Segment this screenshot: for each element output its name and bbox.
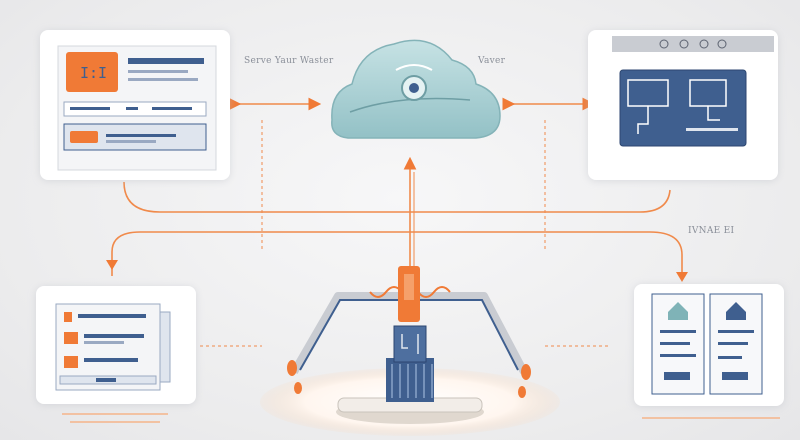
dashboard-panel-icon: I:I — [40, 30, 230, 180]
server-rack-icon — [36, 286, 196, 404]
connector-lines — [111, 97, 683, 347]
svg-text:I:I: I:I — [80, 64, 107, 82]
connector-top-loop — [123, 181, 671, 213]
base-lines-left — [62, 413, 168, 423]
label-top-right: Vaver — [478, 56, 506, 66]
connector-lower-loop — [111, 231, 683, 276]
label-top-left: Serve Yaur Waster — [244, 56, 334, 66]
cloud-server-icon — [331, 39, 501, 139]
monitor-screen-icon — [588, 30, 778, 180]
document-cards-icon — [634, 284, 784, 406]
label-right-mid: IVNAE EI — [688, 226, 735, 236]
central-hub-tower-icon — [260, 266, 560, 436]
